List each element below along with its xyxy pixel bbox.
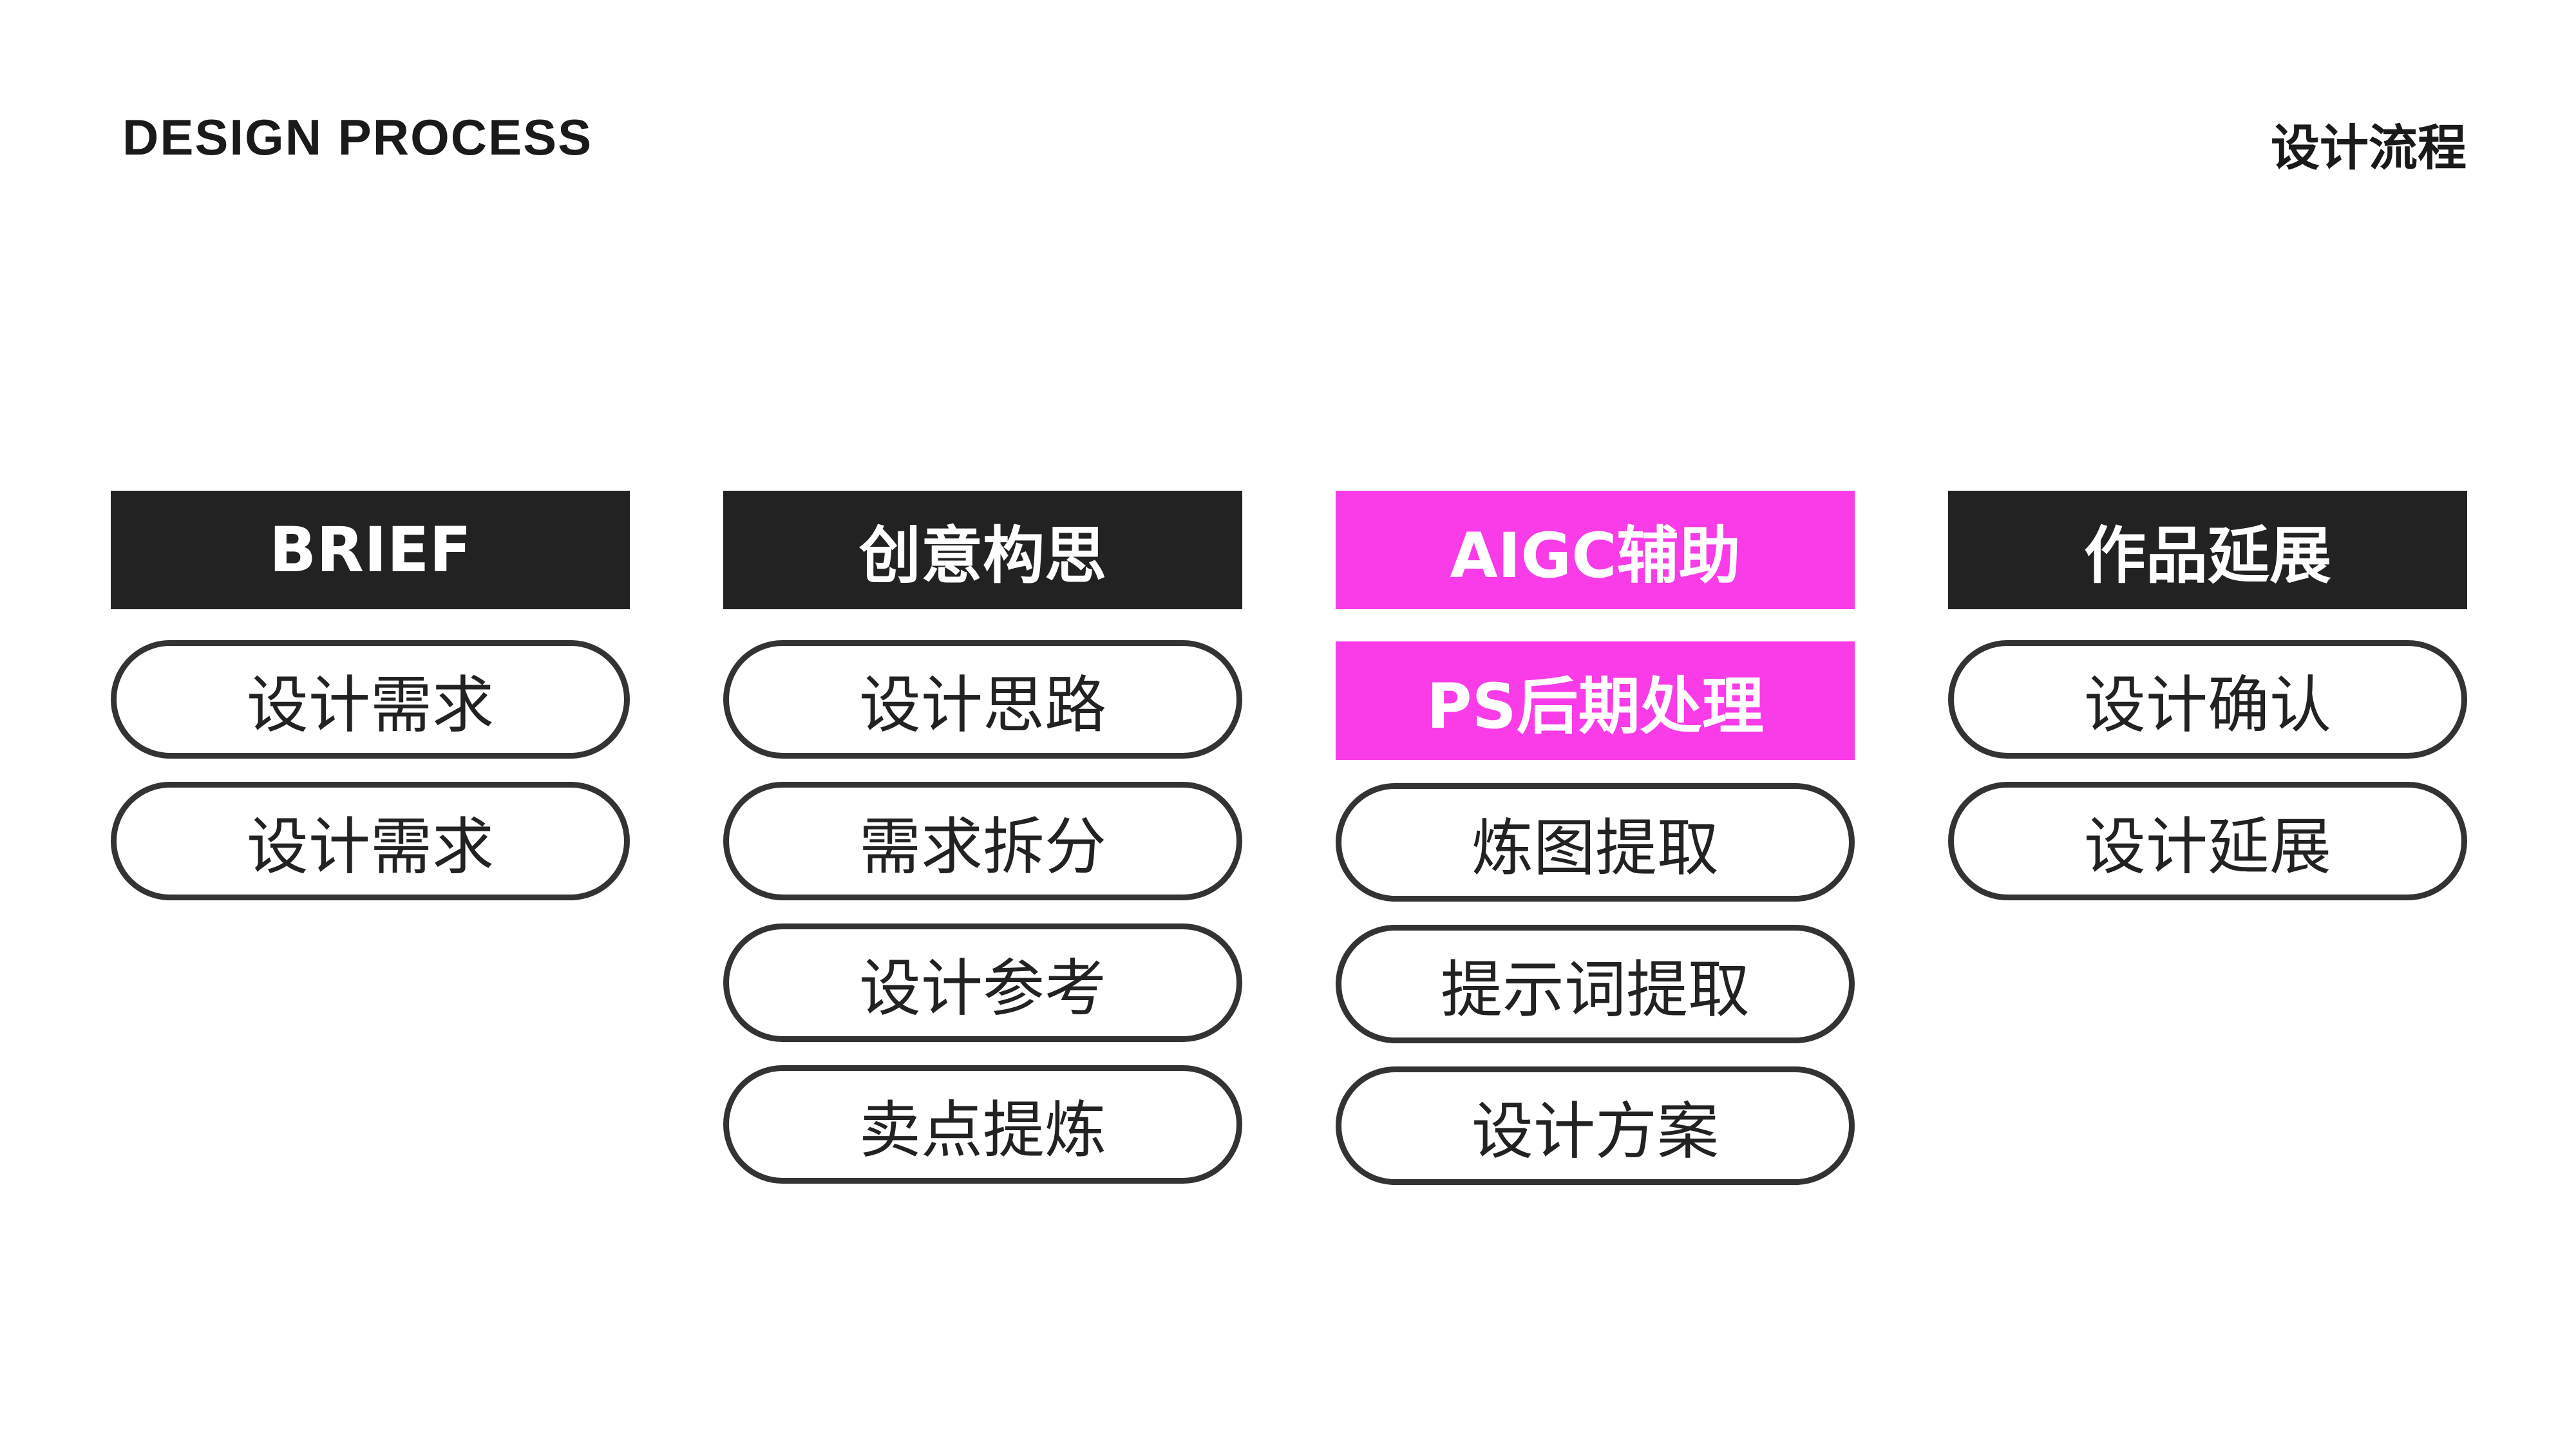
page-title-chinese: 设计流程 bbox=[2271, 119, 2467, 176]
column-items-ideation: 设计思路 需求拆分 设计参考 卖点提炼 bbox=[723, 640, 1242, 1184]
column-items-extension: 设计确认 设计延展 bbox=[1948, 640, 2467, 900]
process-step-pill: 设计延展 bbox=[1948, 782, 2467, 900]
column-header-ideation: 创意构思 bbox=[723, 491, 1242, 609]
column-subheader-ps: PS后期处理 bbox=[1336, 641, 1855, 760]
process-step-pill: 设计思路 bbox=[723, 640, 1242, 759]
process-step-pill: 设计需求 bbox=[111, 782, 630, 900]
process-step-pill: 需求拆分 bbox=[723, 782, 1242, 900]
column-header-brief: BRIEF bbox=[111, 491, 630, 609]
process-column-brief: BRIEF 设计需求 设计需求 bbox=[111, 491, 630, 900]
process-step-pill: 卖点提炼 bbox=[723, 1065, 1242, 1184]
process-column-extension: 作品延展 设计确认 设计延展 bbox=[1948, 491, 2467, 900]
page-title-english: DESIGN PROCESS bbox=[122, 109, 593, 166]
column-items-brief: 设计需求 设计需求 bbox=[111, 640, 630, 900]
column-items-aigc: 炼图提取 提示词提取 设计方案 bbox=[1336, 783, 1855, 1185]
process-column-ideation: 创意构思 设计思路 需求拆分 设计参考 卖点提炼 bbox=[723, 491, 1242, 1184]
process-step-pill: 设计参考 bbox=[723, 923, 1242, 1042]
column-header-aigc: AIGC辅助 bbox=[1336, 491, 1855, 609]
process-step-pill: 设计需求 bbox=[111, 640, 630, 759]
process-step-pill: 设计方案 bbox=[1336, 1066, 1855, 1185]
process-step-pill: 设计确认 bbox=[1948, 640, 2467, 759]
process-step-pill: 炼图提取 bbox=[1336, 783, 1855, 902]
column-header-extension: 作品延展 bbox=[1948, 491, 2467, 609]
process-step-pill: 提示词提取 bbox=[1336, 925, 1855, 1043]
process-column-aigc: AIGC辅助 PS后期处理 炼图提取 提示词提取 设计方案 bbox=[1336, 491, 1855, 1185]
